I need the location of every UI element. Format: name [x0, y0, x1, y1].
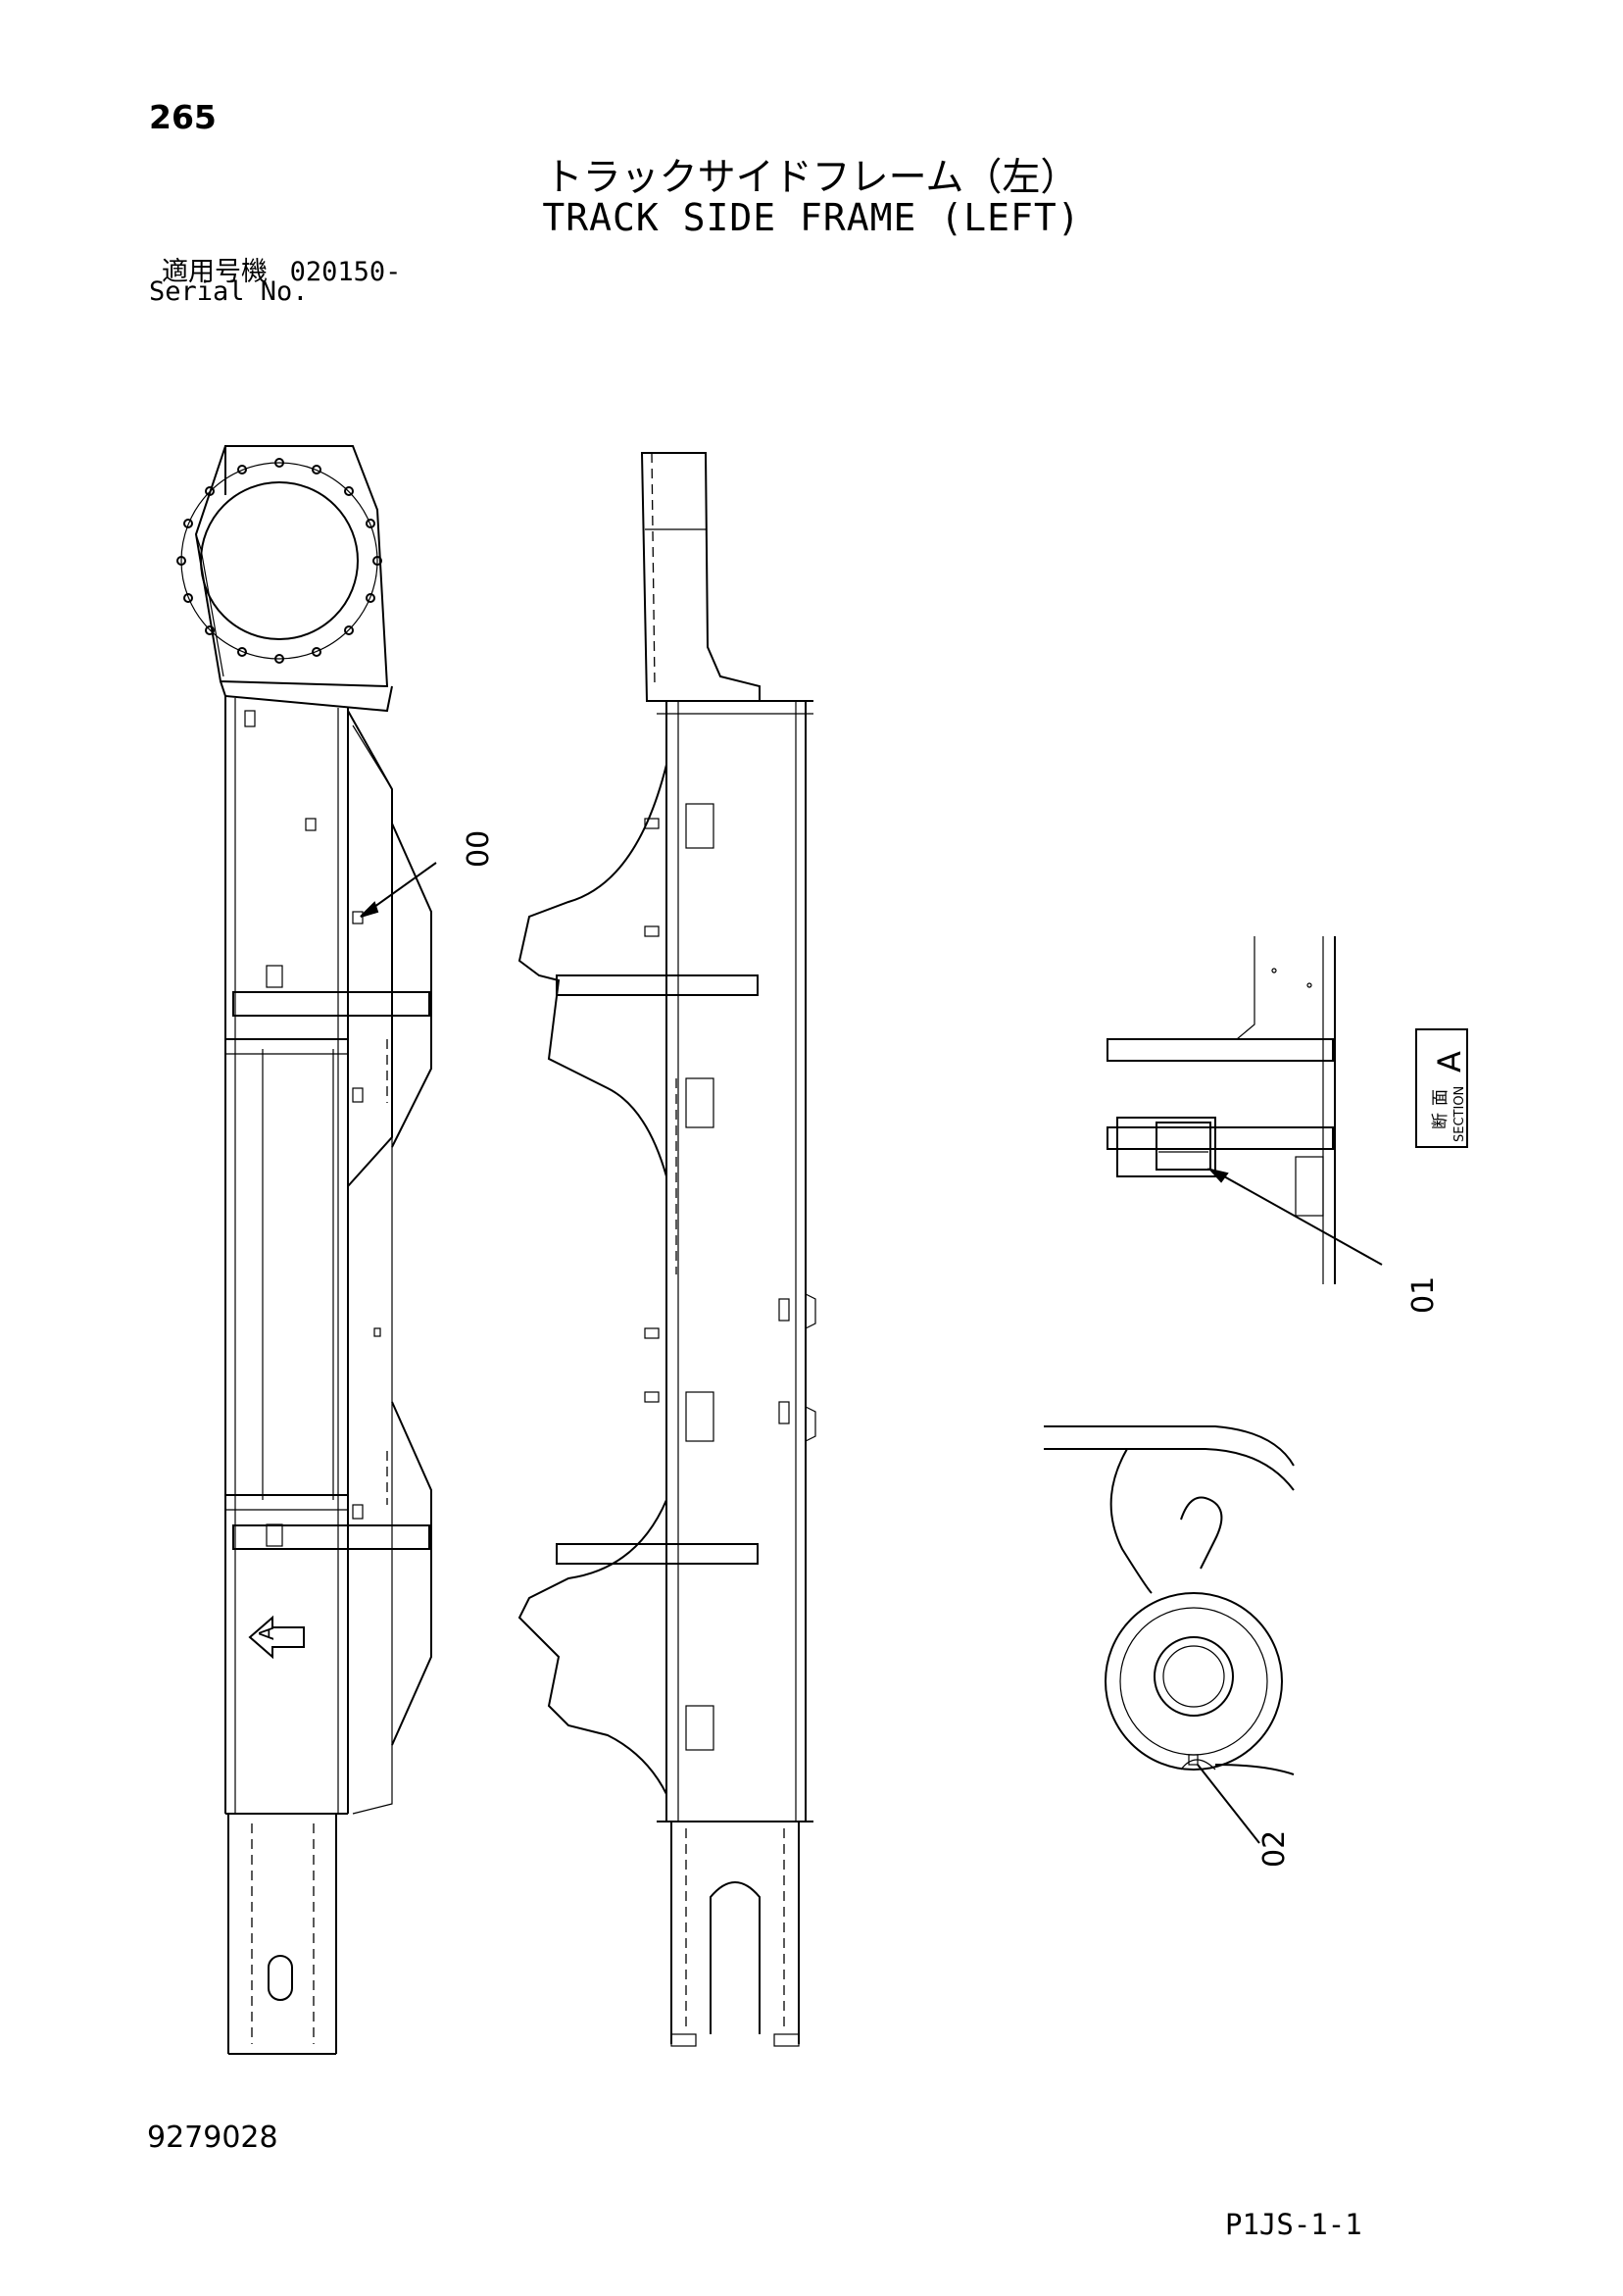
view-marker-letter: A: [255, 1626, 278, 1640]
section-kanji-2: 面: [1431, 1089, 1451, 1106]
flange-bolt-holes: [176, 458, 382, 664]
serial-label-english: Serial No.: [149, 276, 309, 307]
serial-label-japanese: 適用号機: [162, 257, 268, 287]
section-word: SECTION: [1452, 1086, 1467, 1142]
title-japanese: トラックサイドフレーム（左）: [544, 156, 1079, 200]
section-label-box: 断 面 SECTION A: [1415, 1028, 1468, 1148]
page-code: P1JS-1-1: [1225, 2208, 1362, 2241]
callout-01: 01: [1406, 1276, 1441, 1314]
part-02-block: [1188, 1754, 1199, 1766]
callout-02: 02: [1257, 1830, 1292, 1868]
serial-value: 020150-: [289, 257, 402, 287]
pin-detail: [1044, 1425, 1295, 1844]
view-marker-a: A: [248, 1615, 305, 1660]
left-frame-view: A: [176, 445, 437, 2055]
middle-frame-view: [517, 452, 816, 2047]
section-kanji-1: 断: [1431, 1113, 1451, 1129]
part-01-block: [1156, 1122, 1211, 1171]
pin-boss-outer: [1105, 1592, 1283, 1771]
callout-00: 00: [462, 830, 496, 868]
document-number: 9279028: [147, 2121, 278, 2155]
flange-bolt-circle: [180, 462, 378, 660]
leader-02: [1197, 1764, 1260, 1844]
serial-line-japanese: 適用号機 020150-: [162, 250, 401, 288]
leader-00: [367, 862, 437, 913]
section-letter: A: [1431, 1051, 1468, 1073]
pin-bore: [1154, 1636, 1234, 1717]
flange-bore: [200, 481, 359, 640]
page-number: 265: [149, 98, 217, 136]
title-english: TRACK SIDE FRAME (LEFT): [542, 196, 1081, 239]
section-a-detail: [1107, 936, 1383, 1284]
leader-01: [1214, 1171, 1383, 1266]
